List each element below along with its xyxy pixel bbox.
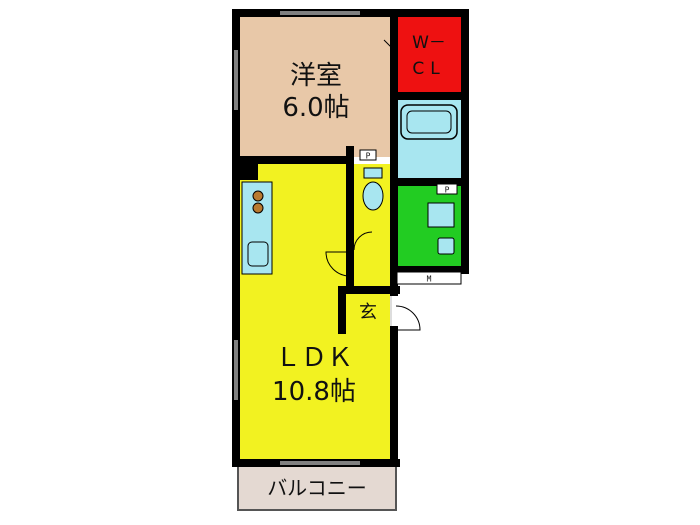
washing-machine-icon <box>427 202 455 228</box>
kitchen-sink-icon <box>247 241 269 267</box>
washbasin-icon <box>437 237 455 255</box>
entrance-label: 玄 <box>359 302 377 323</box>
pipe-space-label-2: P <box>445 186 450 195</box>
western-room-name: 洋室 <box>290 61 342 91</box>
walk-in-closet-label-1: W－ <box>412 33 446 53</box>
pipe-space-box-2 <box>436 183 458 195</box>
balcony-label: バルコニー <box>267 476 367 500</box>
pipe-space-label-1: P <box>366 152 371 161</box>
walk-in-closet-label-2: CL <box>412 59 445 79</box>
ldk-room-size: 10.8帖 <box>272 377 356 407</box>
stove-icon <box>252 190 264 214</box>
wall-column <box>236 160 258 180</box>
door-swing-icon <box>325 39 421 331</box>
ldk-room-name: ＬＤＫ <box>275 343 353 373</box>
western-room-size: 6.0帖 <box>282 93 349 123</box>
pipe-space-box-1 <box>359 149 377 161</box>
bathtub-icon <box>400 104 458 140</box>
meter-box-label: M <box>427 275 432 284</box>
meter-box <box>396 271 462 285</box>
western-room <box>240 17 393 157</box>
walk-in-closet <box>397 17 461 95</box>
toilet-icon <box>362 167 384 211</box>
